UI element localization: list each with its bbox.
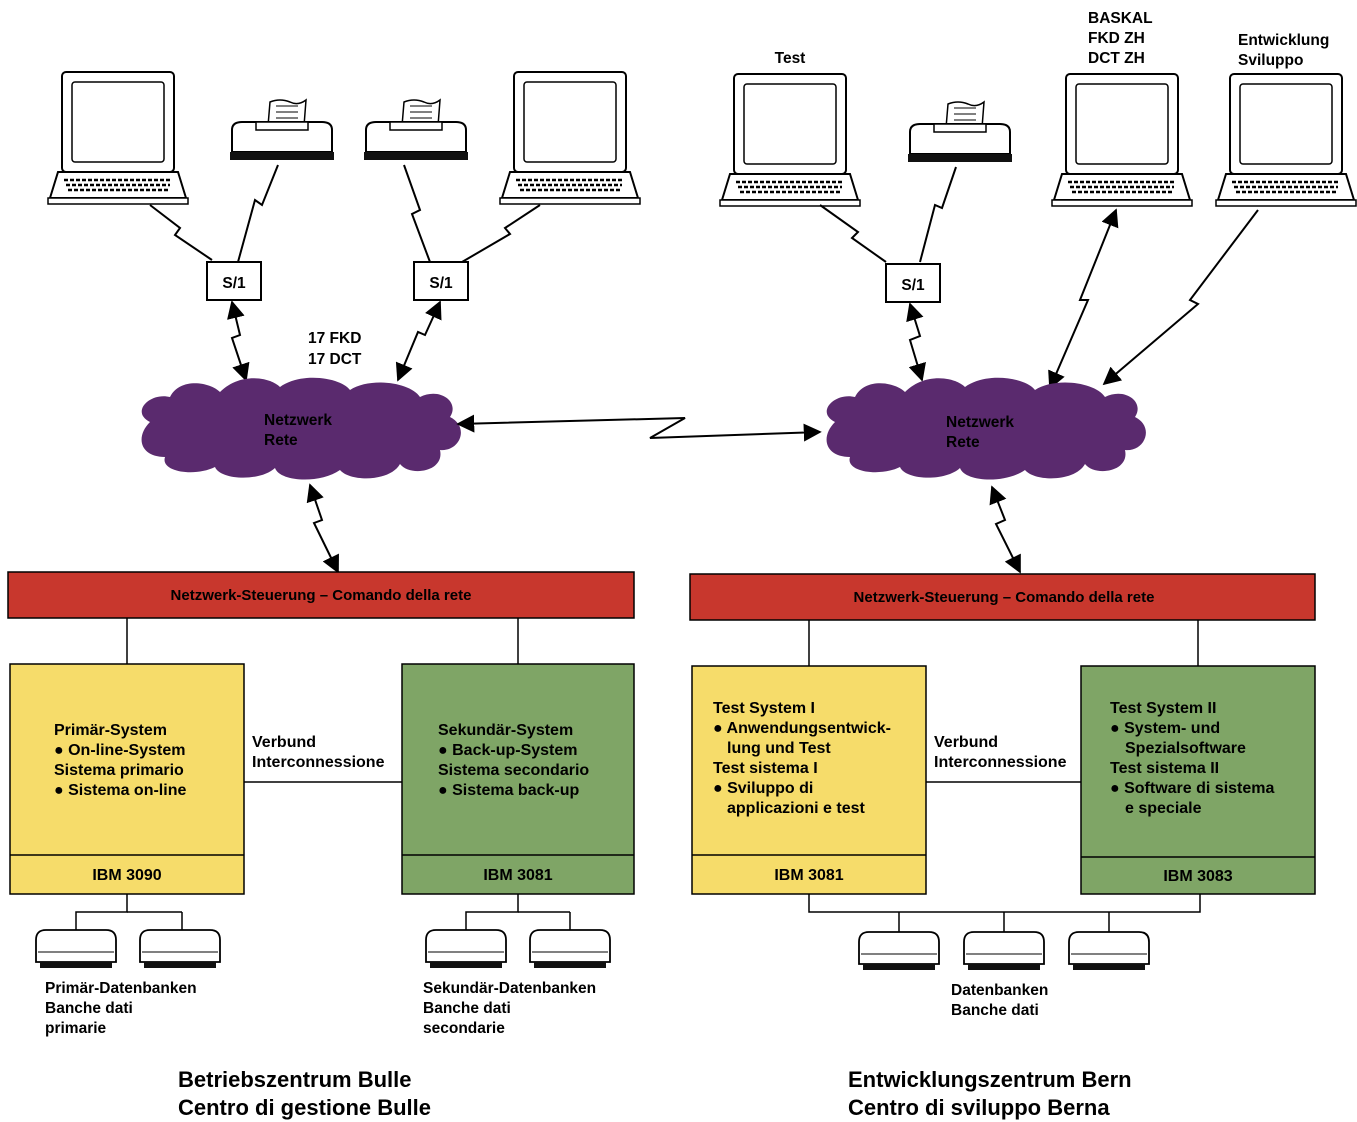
- secondary-line-1: Sekundär-System: [438, 722, 573, 739]
- link-baskal-network: [1048, 208, 1119, 390]
- network-label-de: Netzwerk: [264, 412, 332, 429]
- left-caption-line-1: Betriebszentrum Bulle: [178, 1067, 412, 1092]
- test-system-2-box: Test System II ● System- und Spezialsoft…: [1080, 665, 1316, 895]
- primary-db-disk-2: [139, 929, 221, 969]
- link-label-it: Interconnessione: [252, 754, 385, 771]
- s1-label: S/1: [222, 275, 246, 292]
- test1-line-6: applicazioni e test: [727, 800, 865, 817]
- left-caption-line-2: Centro di gestione Bulle: [178, 1095, 431, 1120]
- test2-line-3: Spezialsoftware: [1125, 740, 1246, 757]
- link-terminal-test-s1: [819, 204, 887, 263]
- s1-label: S/1: [429, 275, 453, 292]
- secondary-line-2: ● Back-up-System: [438, 742, 577, 759]
- secondary-db-disk-2: [529, 929, 611, 969]
- control-bar-label: Netzwerk-Steuerung – Comando della rete: [854, 589, 1155, 606]
- test1-line-1: Test System I: [713, 700, 815, 717]
- secondary-line-3: Sistema secondario: [438, 762, 589, 779]
- test2-line-2: ● System- und: [1110, 720, 1220, 737]
- baskal-line-2: FKD ZH: [1088, 30, 1145, 47]
- link-s1-network-2: [395, 300, 442, 382]
- primary-line-2: ● On-line-System: [54, 742, 185, 759]
- primary-model: IBM 3090: [92, 867, 161, 884]
- link-network-control-left: [306, 483, 339, 574]
- link-network-control-right: [989, 485, 1021, 574]
- test2-line-1: Test System II: [1110, 700, 1216, 717]
- secondary-db-disk-1: [425, 929, 507, 969]
- terminal-baskal: [1050, 72, 1194, 208]
- dev-terminal-line-2: Sviluppo: [1238, 52, 1303, 69]
- link-s1-network-1: [227, 300, 250, 382]
- baskal-line-1: BASKAL: [1088, 10, 1153, 27]
- primary-system-box: Primär-System ● On-line-System Sistema p…: [9, 663, 245, 895]
- test2-line-5: ● Software di sistema: [1110, 780, 1274, 797]
- link-label-de: Verbund: [252, 734, 316, 751]
- link-terminal1-s1: [149, 204, 213, 261]
- right-caption-line-2: Centro di sviluppo Berna: [848, 1095, 1110, 1120]
- primary-line-4: ● Sistema on-line: [54, 782, 186, 799]
- test-system-1-box: Test System I ● Anwendungsentwick- lung …: [691, 665, 927, 895]
- link-terminal2-s1: [461, 204, 541, 263]
- terminal-count-line-2: 17 DCT: [308, 351, 362, 368]
- link-label-de: Verbund: [934, 734, 998, 751]
- link-inter-network: [456, 414, 822, 442]
- control-bar-left: Netzwerk-Steuerung – Comando della rete: [7, 571, 635, 619]
- primary-line-3: Sistema primario: [54, 762, 184, 779]
- printer-1: [229, 99, 335, 161]
- test1-line-5: ● Sviluppo di: [713, 780, 813, 797]
- secondary-system-box: Sekundär-System ● Back-up-System Sistema…: [401, 663, 635, 895]
- secondary-db-line-3: secondarie: [423, 1020, 505, 1037]
- secondary-db-line-2: Banche dati: [423, 1000, 511, 1017]
- primary-db-line-2: Banche dati: [45, 1000, 133, 1017]
- db-disk-1: [858, 931, 940, 971]
- printer-3: [907, 101, 1013, 163]
- s1-controller-2: S/1: [413, 261, 469, 301]
- test-terminal-label: Test: [775, 50, 806, 67]
- secondary-db-line-1: Sekundär-Datenbanken: [423, 980, 596, 997]
- link-printer3-s1: [919, 166, 957, 263]
- right-caption-line-1: Entwicklungszentrum Bern: [848, 1067, 1132, 1092]
- terminal-count-line-1: 17 FKD: [308, 330, 361, 347]
- primary-db-line-3: primarie: [45, 1020, 107, 1037]
- link-label-it: Interconnessione: [934, 754, 1067, 771]
- secondary-model: IBM 3081: [483, 867, 552, 884]
- secondary-line-4: ● Sistema back-up: [438, 782, 579, 799]
- db-label-line-2: Banche dati: [951, 1002, 1039, 1019]
- link-printer2-s1: [403, 164, 431, 263]
- test1-line-2: ● Anwendungsentwick-: [713, 720, 891, 737]
- test1-model: IBM 3081: [774, 867, 843, 884]
- test1-line-3: lung und Test: [727, 740, 831, 757]
- control-bar-right: Netzwerk-Steuerung – Comando della rete: [689, 573, 1316, 621]
- link-s1-network-3: [906, 302, 926, 382]
- dev-terminal-line-1: Entwicklung: [1238, 32, 1329, 49]
- test2-line-6: e speciale: [1125, 800, 1202, 817]
- link-dev-network: [1102, 209, 1259, 386]
- network-label-it: Rete: [946, 434, 980, 451]
- primary-db-disk-1: [35, 929, 117, 969]
- link-printer1-s1: [237, 164, 279, 263]
- printer-2: [363, 99, 469, 161]
- s1-label: S/1: [901, 277, 925, 294]
- network-label-it: Rete: [264, 432, 298, 449]
- terminal-2: [498, 70, 642, 206]
- db-disk-3: [1068, 931, 1150, 971]
- terminal-dev: [1214, 72, 1357, 208]
- test1-line-4: Test sistema I: [713, 760, 818, 777]
- primary-db-line-1: Primär-Datenbanken: [45, 980, 197, 997]
- network-label-de: Netzwerk: [946, 414, 1014, 431]
- test2-model: IBM 3083: [1163, 868, 1232, 885]
- db-label-line-1: Datenbanken: [951, 982, 1048, 999]
- db-disk-2: [963, 931, 1045, 971]
- primary-line-1: Primär-System: [54, 722, 167, 739]
- terminal-test: [718, 72, 862, 208]
- s1-controller-1: S/1: [206, 261, 262, 301]
- test2-line-4: Test sistema II: [1110, 760, 1219, 777]
- s1-controller-3: S/1: [885, 263, 941, 303]
- terminal-1: [46, 70, 190, 206]
- baskal-line-3: DCT ZH: [1088, 50, 1145, 67]
- control-bar-label: Netzwerk-Steuerung – Comando della rete: [171, 587, 472, 604]
